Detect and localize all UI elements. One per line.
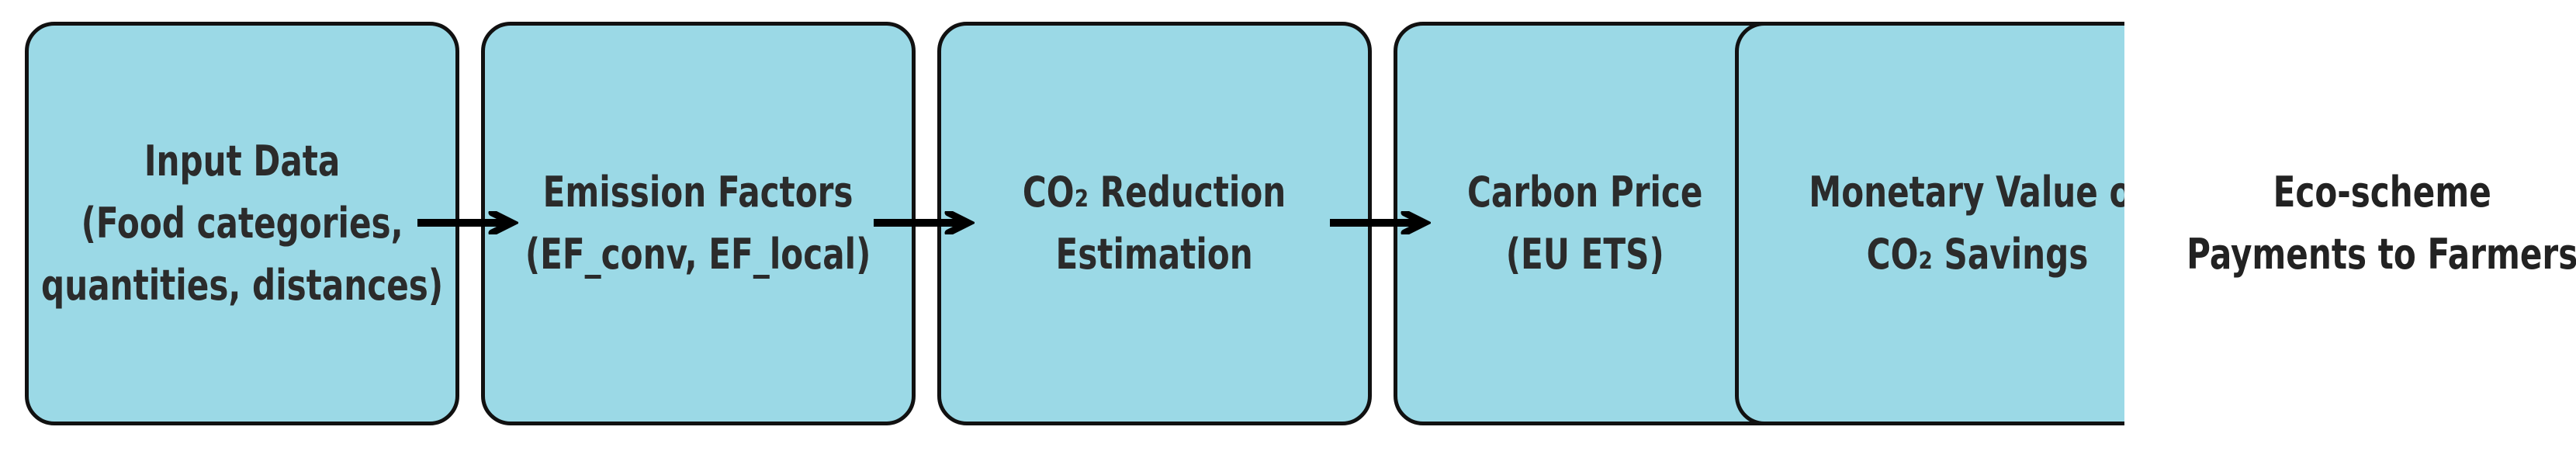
eco-scheme-line-2: Payments to Farmers (2186, 230, 2576, 279)
arrow-reduction-to-price (1330, 211, 1431, 234)
arrow-input-to-emission (417, 211, 518, 234)
eco-scheme-node: Eco-scheme Payments to Farmers (2186, 22, 2576, 425)
arrow-head-icon (1401, 211, 1431, 234)
input-data-line-3: quantities, distances) (40, 261, 444, 310)
input-data-label: Input Data (Food categories, quantities,… (41, 130, 443, 317)
arrow-head-icon (488, 211, 518, 234)
co2-reduction-line-2: Estimation (1055, 230, 1254, 279)
co2-reduction-label: CO₂ Reduction Estimation (1023, 161, 1286, 286)
co2-reduction-box: CO₂ Reduction Estimation (937, 22, 1372, 425)
monetary-value-line-1: Monetary Value of (1809, 168, 2146, 217)
eco-scheme-label: Eco-scheme Payments to Farmers (2186, 161, 2576, 286)
input-data-line-2: (Food categories, (81, 199, 403, 248)
input-data-line-1: Input Data (144, 137, 341, 186)
emission-factors-line-2: (EF_conv, EF_local) (525, 230, 871, 279)
arrow-emission-to-reduction (874, 211, 975, 234)
emission-factors-line-1: Emission Factors (543, 168, 853, 217)
carbon-price-line-1: Carbon Price (1467, 168, 1703, 217)
carbon-price-label: Carbon Price (EU ETS) (1467, 161, 1702, 286)
co2-reduction-line-1: CO₂ Reduction (1023, 168, 1286, 217)
arrow-head-icon (944, 211, 975, 234)
emission-factors-box: Emission Factors (EF_conv, EF_local) (481, 22, 916, 425)
monetary-value-label: Monetary Value of CO₂ Savings (1809, 161, 2145, 286)
input-data-box: Input Data (Food categories, quantities,… (25, 22, 459, 425)
emission-factors-label: Emission Factors (EF_conv, EF_local) (525, 161, 871, 286)
eco-scheme-line-1: Eco-scheme (2273, 168, 2491, 217)
cropped-area (2124, 0, 2576, 458)
carbon-price-line-2: (EU ETS) (1505, 230, 1664, 279)
monetary-value-line-2: CO₂ Savings (1866, 230, 2089, 279)
